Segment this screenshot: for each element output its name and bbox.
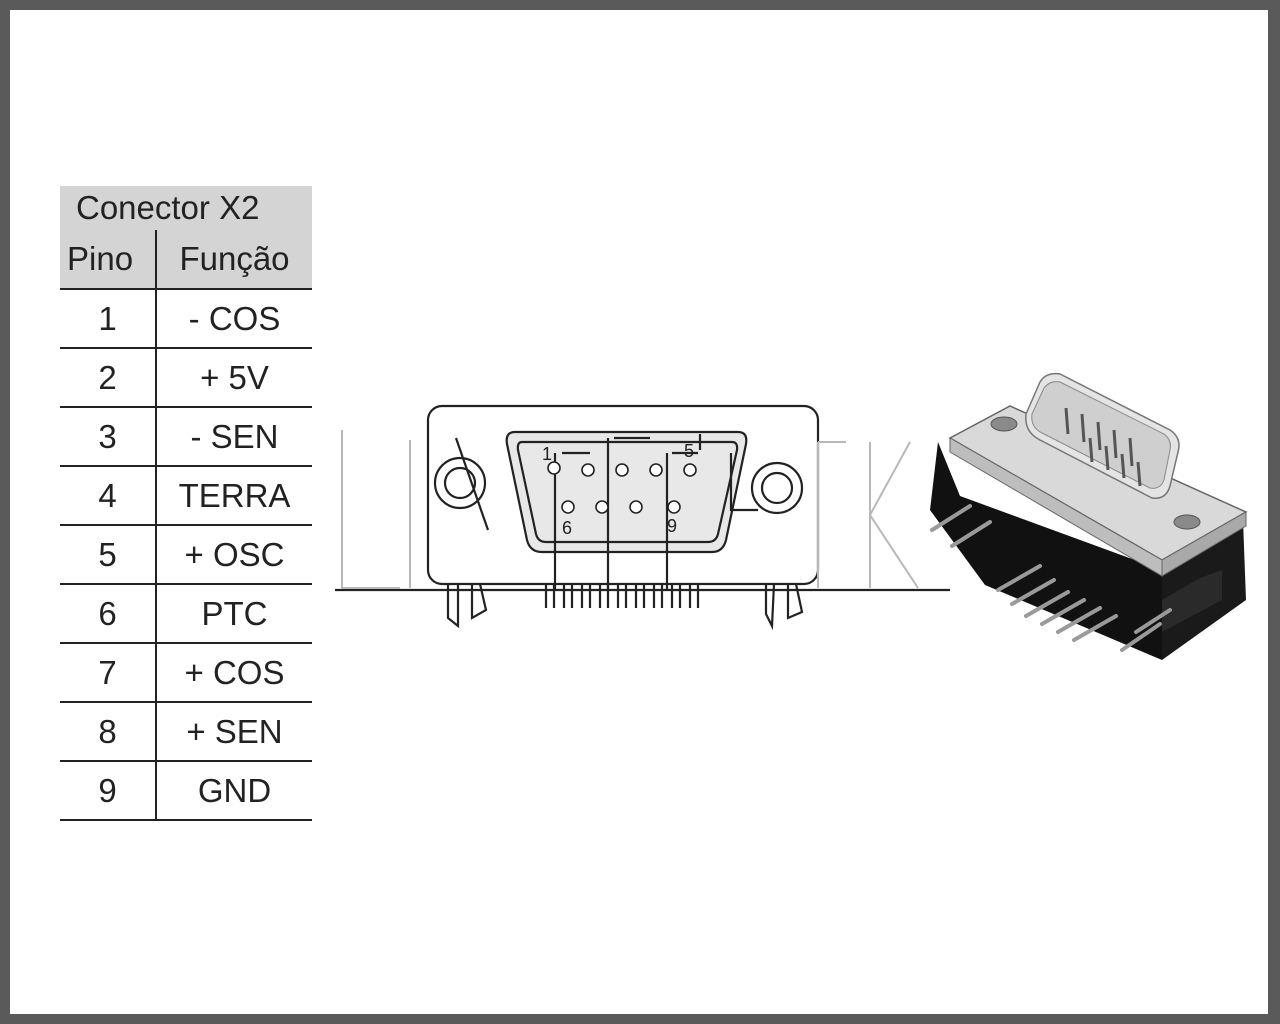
table-title: Conector X2 [60,186,312,230]
pin-number: 6 [60,585,157,642]
pin-function: TERRA [178,477,291,514]
db9-front-view [335,404,950,631]
housing-body [930,442,1162,660]
board-lock-left-b [470,583,488,620]
leader-line [729,453,758,512]
flange-hole-right [1173,514,1201,530]
pin-number: 5 [60,526,157,583]
header-function: Função [179,240,290,277]
pin-number: 2 [60,349,157,406]
board-lock-right-b [786,583,804,620]
table-row: 6 PTC [60,585,312,644]
table-row: 5 + OSC [60,526,312,585]
pin-label-5: 5 [684,441,694,461]
leads-3d [930,504,1172,652]
hatch-line [454,437,490,531]
watermark-graphic [341,430,919,589]
pins-3d [1064,407,1142,487]
solder-leads [544,584,700,608]
pin-number: 4 [60,467,157,524]
pin-number: 1 [60,290,157,347]
pin-number: 9 [60,762,157,819]
pin-number: 7 [60,644,157,701]
header-pin: Pino [60,230,157,288]
pin-row-bottom [561,500,681,514]
mounting-hole-left-inner [443,466,477,500]
d-shell-inner [516,440,739,544]
pin-function: GND [197,772,272,809]
board-lock-right [764,583,776,631]
pin-label-9: 9 [667,516,677,536]
connector-drawings: 1 5 6 9 [335,372,1248,660]
pin-function: + OSC [184,536,285,573]
pin-table: Conector X2 Pino Função 1 - COS 2 + 5V 3… [60,186,312,821]
board-lock-left [446,584,460,629]
pin-number: 3 [60,408,157,465]
pin-label-6: 6 [562,518,572,538]
pin-function: PTC [201,595,268,632]
mounting-hole-right-inner [760,471,794,505]
mounting-hole-right [750,461,804,515]
pin-row-top [547,461,697,477]
flange-hole-left [990,416,1018,432]
pin-function: + SEN [186,713,283,750]
table-row: 8 + SEN [60,703,312,762]
pin-label-1: 1 [542,444,552,464]
table-header: Pino Função [60,230,312,290]
table-row: 4 TERRA [60,467,312,526]
page-frame: Conector X2 Pino Função 1 - COS 2 + 5V 3… [10,10,1268,1014]
pin-function: + 5V [200,359,269,396]
pin-function: + COS [184,654,285,691]
pin-function: - SEN [190,418,279,455]
d-shell [505,430,748,554]
table-row: 1 - COS [60,290,312,349]
housing-step [1162,570,1222,632]
flange-edge-right [1161,511,1247,577]
mounting-hole-left [433,456,487,510]
table-row: 3 - SEN [60,408,312,467]
table-row: 9 GND [60,762,312,821]
pin-number: 8 [60,703,157,760]
table-row: 2 + 5V [60,349,312,408]
table-row: 7 + COS [60,644,312,703]
db9-3d-view [930,372,1248,660]
pin-function: - COS [188,300,281,337]
